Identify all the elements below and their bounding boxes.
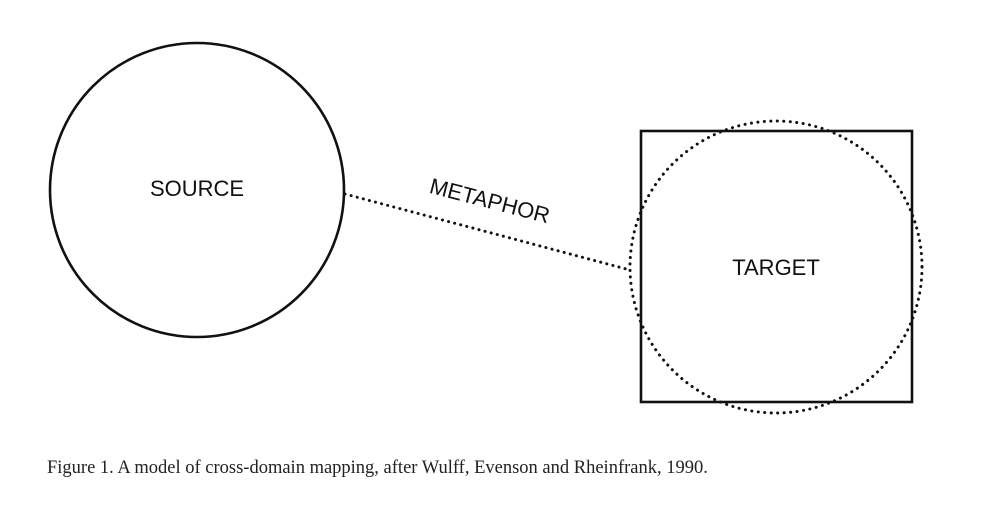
source-circle — [48, 41, 346, 339]
metaphor-connector — [343, 192, 632, 272]
target-label: TARGET — [732, 255, 820, 280]
figure-caption: Figure 1. A model of cross-domain mappin… — [47, 458, 708, 478]
metaphor-label: METAPHOR — [427, 173, 552, 228]
target-dotted-circle — [628, 119, 924, 415]
target-square — [639, 129, 914, 404]
source-label: SOURCE — [150, 176, 244, 201]
